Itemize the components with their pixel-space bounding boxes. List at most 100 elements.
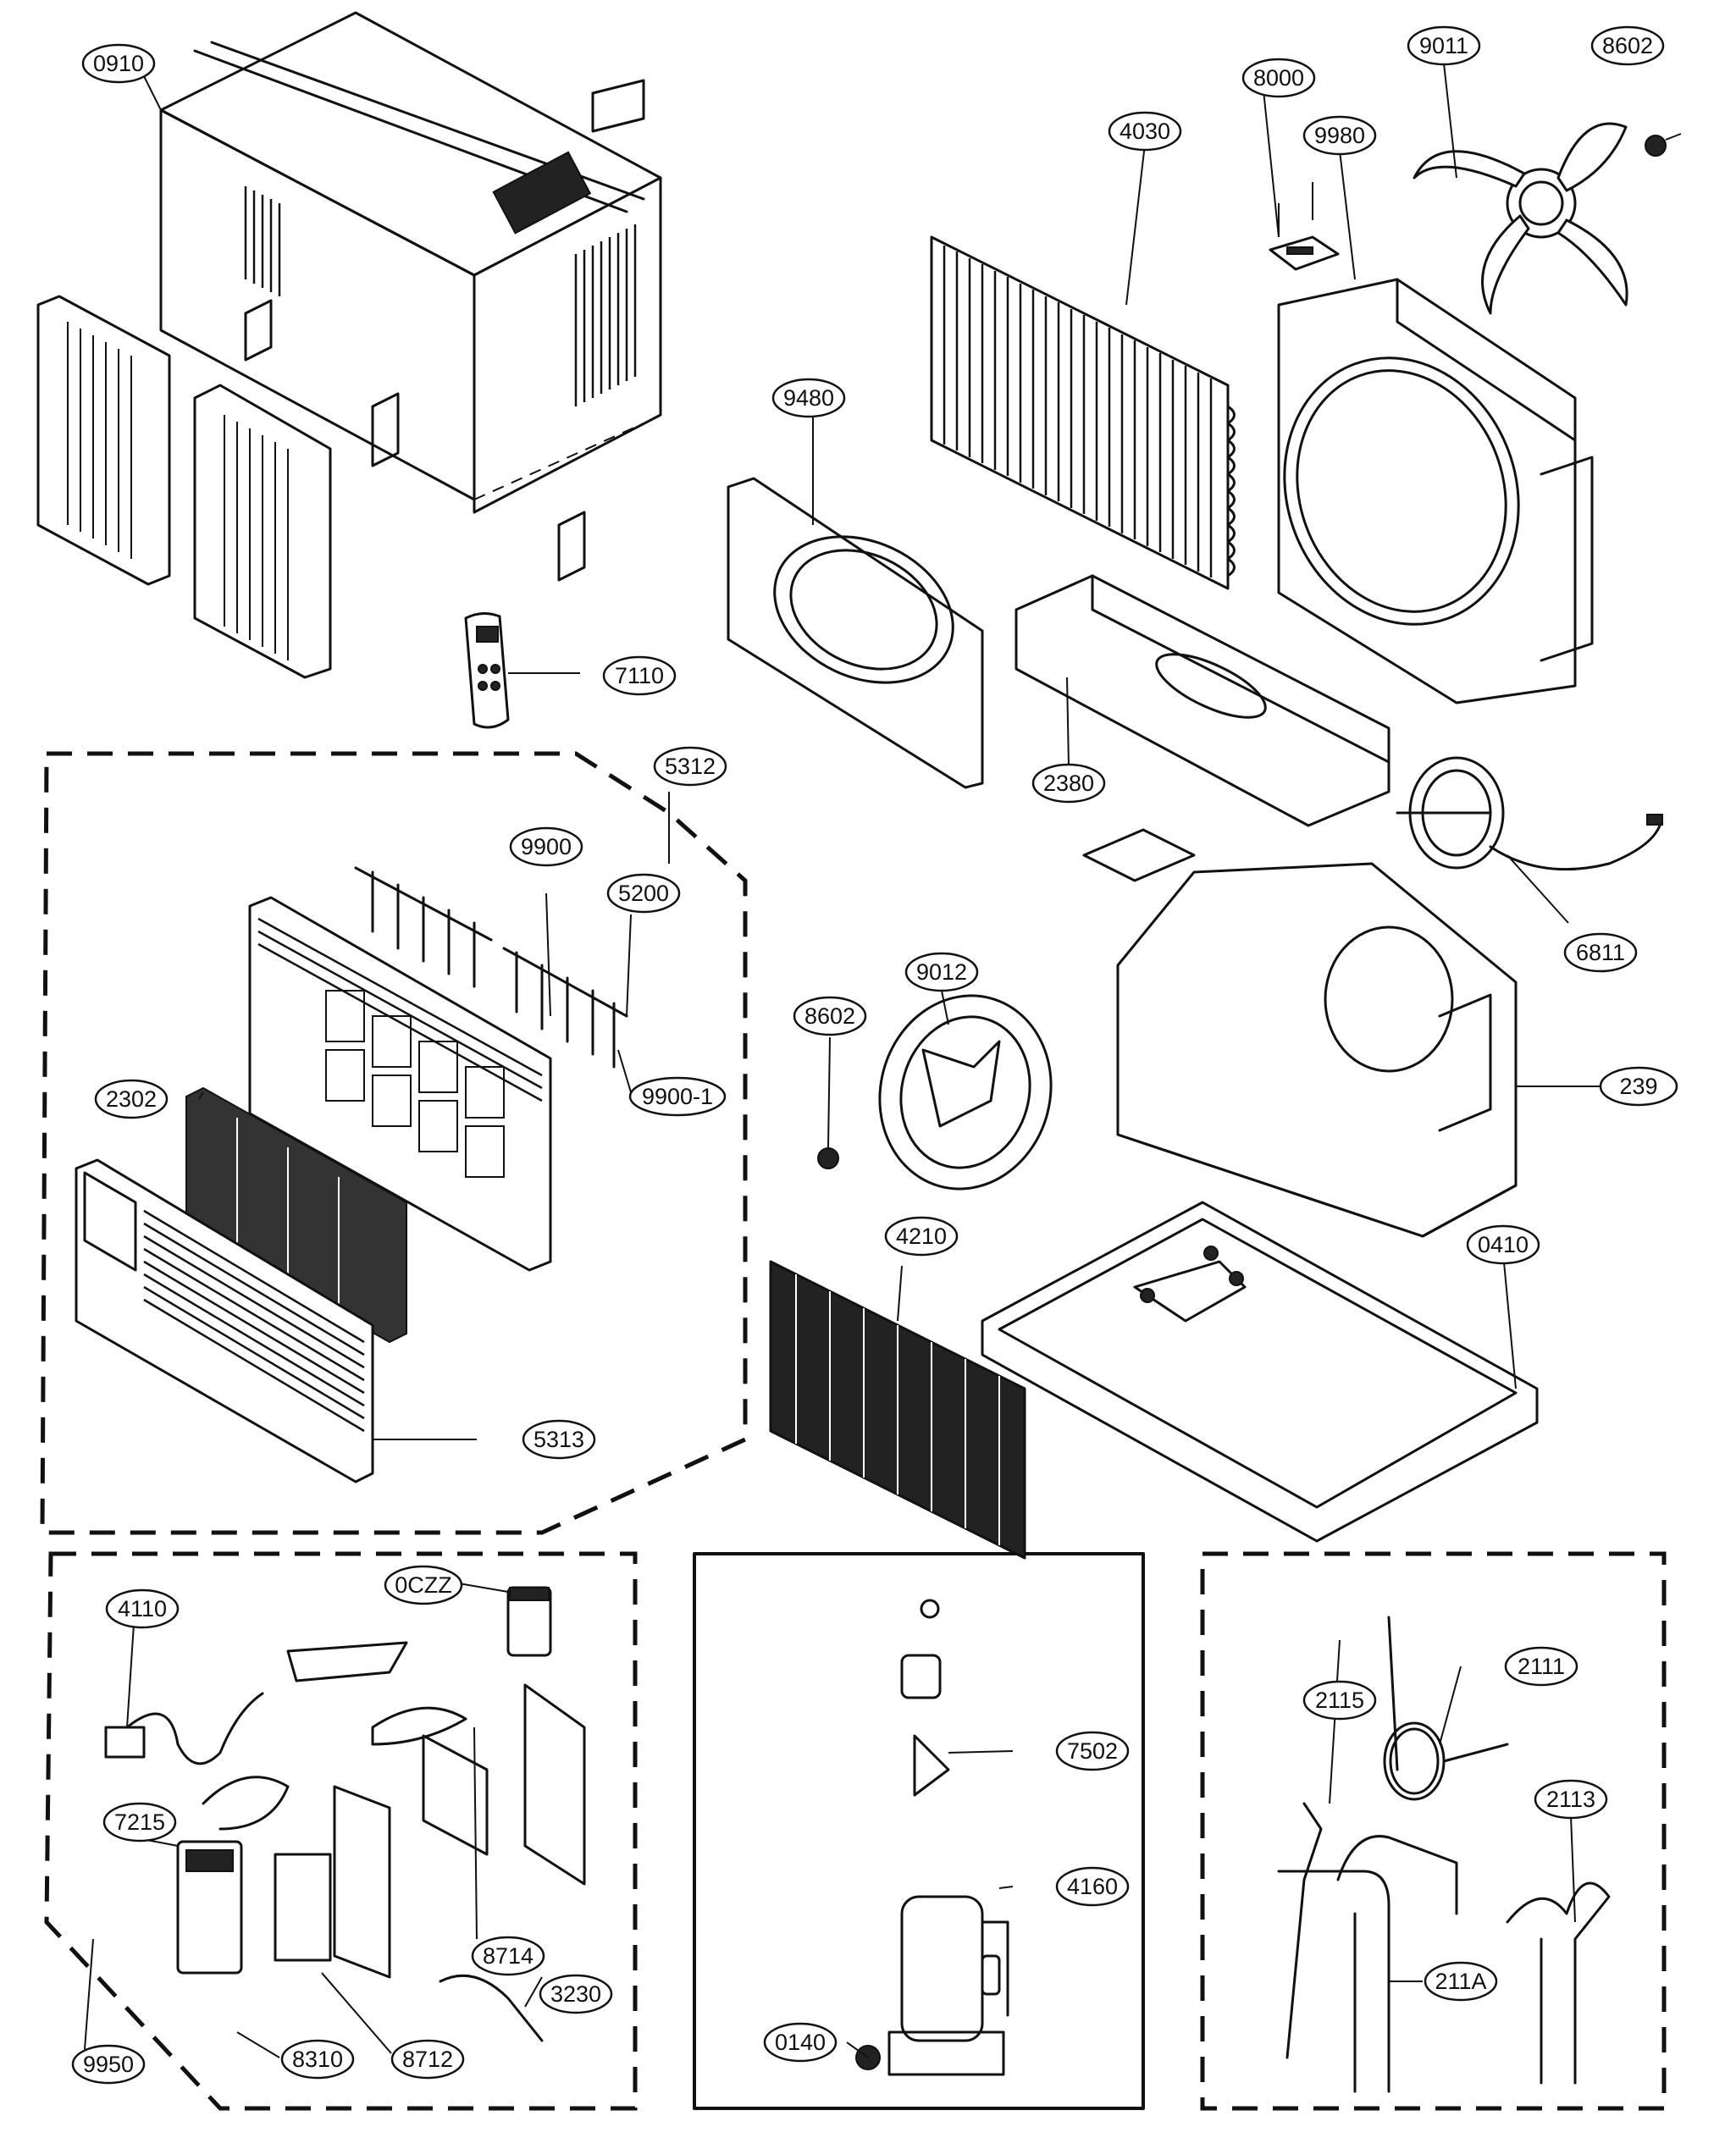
louver-set-part — [354, 866, 628, 1069]
capacitor-part — [506, 1586, 552, 1657]
grille-panel-part — [248, 896, 552, 1272]
fan-blade-upper-part — [1413, 122, 1628, 315]
part-label-9950: 9950 — [71, 2044, 146, 2085]
part-label-0910: 0910 — [81, 43, 156, 84]
part-label-7110: 7110 — [602, 655, 677, 696]
svg-text:9900-1: 9900-1 — [642, 1084, 713, 1109]
part-label-9480: 9480 — [771, 378, 846, 418]
part-label-8712: 8712 — [390, 2039, 465, 2080]
part-label-2111: 2111 — [1504, 1646, 1578, 1687]
svg-text:0910: 0910 — [93, 51, 144, 76]
base-pan-part — [981, 1201, 1539, 1543]
svg-text:211A: 211A — [1435, 1969, 1486, 1994]
fan-shroud-part — [1277, 278, 1594, 704]
svg-text:2113: 2113 — [1546, 1787, 1595, 1812]
part-label-4030: 4030 — [1108, 111, 1182, 152]
leader-lines — [84, 63, 1601, 2058]
svg-text:4160: 4160 — [1067, 1874, 1118, 1899]
cabinet-part — [159, 11, 662, 582]
svg-text:7215: 7215 — [114, 1809, 165, 1835]
side-curtain-left — [36, 295, 171, 586]
discharge-pipe-part — [1336, 1835, 1458, 2093]
side-curtain-right — [193, 384, 332, 679]
group-box-compressor — [693, 1552, 1145, 2110]
capillary-tube-part — [1383, 1616, 1509, 1801]
part-label-8310: 8310 — [280, 2039, 355, 2080]
part-label-0140: 0140 — [763, 2022, 838, 2063]
svg-text:8712: 8712 — [402, 2047, 453, 2072]
svg-text:9900: 9900 — [521, 834, 572, 859]
fan-blade-lower-part — [878, 994, 1053, 1191]
part-label-4110: 4110 — [105, 1588, 180, 1629]
svg-text:8602: 8602 — [804, 1003, 855, 1029]
power-cord-part — [104, 1692, 264, 1765]
group-box-electrical — [44, 1551, 638, 2111]
svg-text:9011: 9011 — [1419, 33, 1468, 58]
svg-text:9012: 9012 — [916, 959, 967, 985]
svg-text:4210: 4210 — [896, 1224, 947, 1249]
evaporator-coil-part — [769, 1260, 1026, 1560]
svg-text:3230: 3230 — [550, 1981, 601, 2007]
part-label-5200: 5200 — [606, 873, 681, 914]
svg-text:8000: 8000 — [1253, 65, 1304, 91]
front-cover-part — [75, 1158, 374, 1483]
svg-text:2111: 2111 — [1518, 1654, 1565, 1679]
part-label-4160: 4160 — [1055, 1866, 1130, 1907]
svg-text:239: 239 — [1619, 1074, 1657, 1099]
terminal-cover-part — [900, 1599, 950, 1797]
svg-text:9950: 9950 — [83, 2052, 134, 2077]
svg-text:0CZZ: 0CZZ — [395, 1572, 452, 1598]
svg-text:8714: 8714 — [483, 1943, 534, 1969]
display-board-part — [176, 1840, 332, 1975]
air-guide-part — [1082, 828, 1518, 1238]
sensor-wire-part — [439, 1974, 544, 2042]
part-label-8714: 8714 — [471, 1936, 545, 1976]
fan-motor-part — [1396, 756, 1663, 871]
group-box-front-grille — [40, 751, 748, 1535]
part-label-9980: 9980 — [1302, 115, 1377, 156]
bracket-part — [1269, 182, 1340, 271]
svg-text:7110: 7110 — [615, 663, 664, 688]
group-box-piping — [1200, 1551, 1667, 2111]
part-label-7215: 7215 — [102, 1802, 177, 1842]
part-label-2113: 2113 — [1534, 1779, 1608, 1820]
suction-pipe-part — [1277, 1802, 1390, 2093]
svg-text:0410: 0410 — [1478, 1232, 1529, 1257]
part-label-5313: 5313 — [522, 1419, 596, 1460]
svg-text:7502: 7502 — [1067, 1738, 1118, 1764]
part-label-5312: 5312 — [653, 746, 727, 787]
part-label-7502: 7502 — [1055, 1731, 1130, 1771]
part-label-211A: 211A — [1424, 1961, 1498, 2002]
svg-text:5200: 5200 — [618, 881, 669, 906]
svg-text:9980: 9980 — [1314, 123, 1365, 148]
svg-text:2115: 2115 — [1315, 1688, 1364, 1713]
part-label-2380: 2380 — [1031, 763, 1106, 804]
part-label-9011: 9011 — [1407, 25, 1481, 66]
svg-text:5313: 5313 — [534, 1427, 584, 1452]
drain-pan-part — [1015, 574, 1390, 827]
part-label-8602-lower: 8602 — [793, 996, 867, 1036]
part-label-9012: 9012 — [904, 952, 979, 992]
wire-harness-part — [202, 1641, 467, 1831]
part-label-0410: 0410 — [1466, 1224, 1540, 1265]
part-label-2115: 2115 — [1302, 1680, 1377, 1721]
part-label-4210: 4210 — [884, 1216, 959, 1257]
part-label-3230: 3230 — [539, 1974, 613, 2014]
part-label-2302: 2302 — [94, 1079, 169, 1119]
part-label-0CZZ: 0CZZ — [384, 1565, 463, 1605]
fan-nut-lower-part — [817, 1147, 839, 1169]
part-label-239: 239 — [1599, 1066, 1678, 1107]
svg-text:8310: 8310 — [292, 2047, 343, 2072]
part-label-8602-upper: 8602 — [1590, 25, 1665, 66]
part-label-9900-1: 9900-1 — [628, 1076, 727, 1117]
return-pipe-part — [1506, 1881, 1611, 2085]
svg-text:8602: 8602 — [1602, 33, 1653, 58]
fan-nut-upper-part — [1645, 133, 1682, 157]
svg-text:5312: 5312 — [665, 754, 716, 779]
compressor-part — [855, 1895, 1009, 2076]
part-label-8000: 8000 — [1241, 58, 1316, 98]
part-label-6811: 6811 — [1563, 932, 1638, 973]
orifice-panel-part — [727, 477, 984, 789]
condenser-coil-part — [930, 235, 1236, 590]
